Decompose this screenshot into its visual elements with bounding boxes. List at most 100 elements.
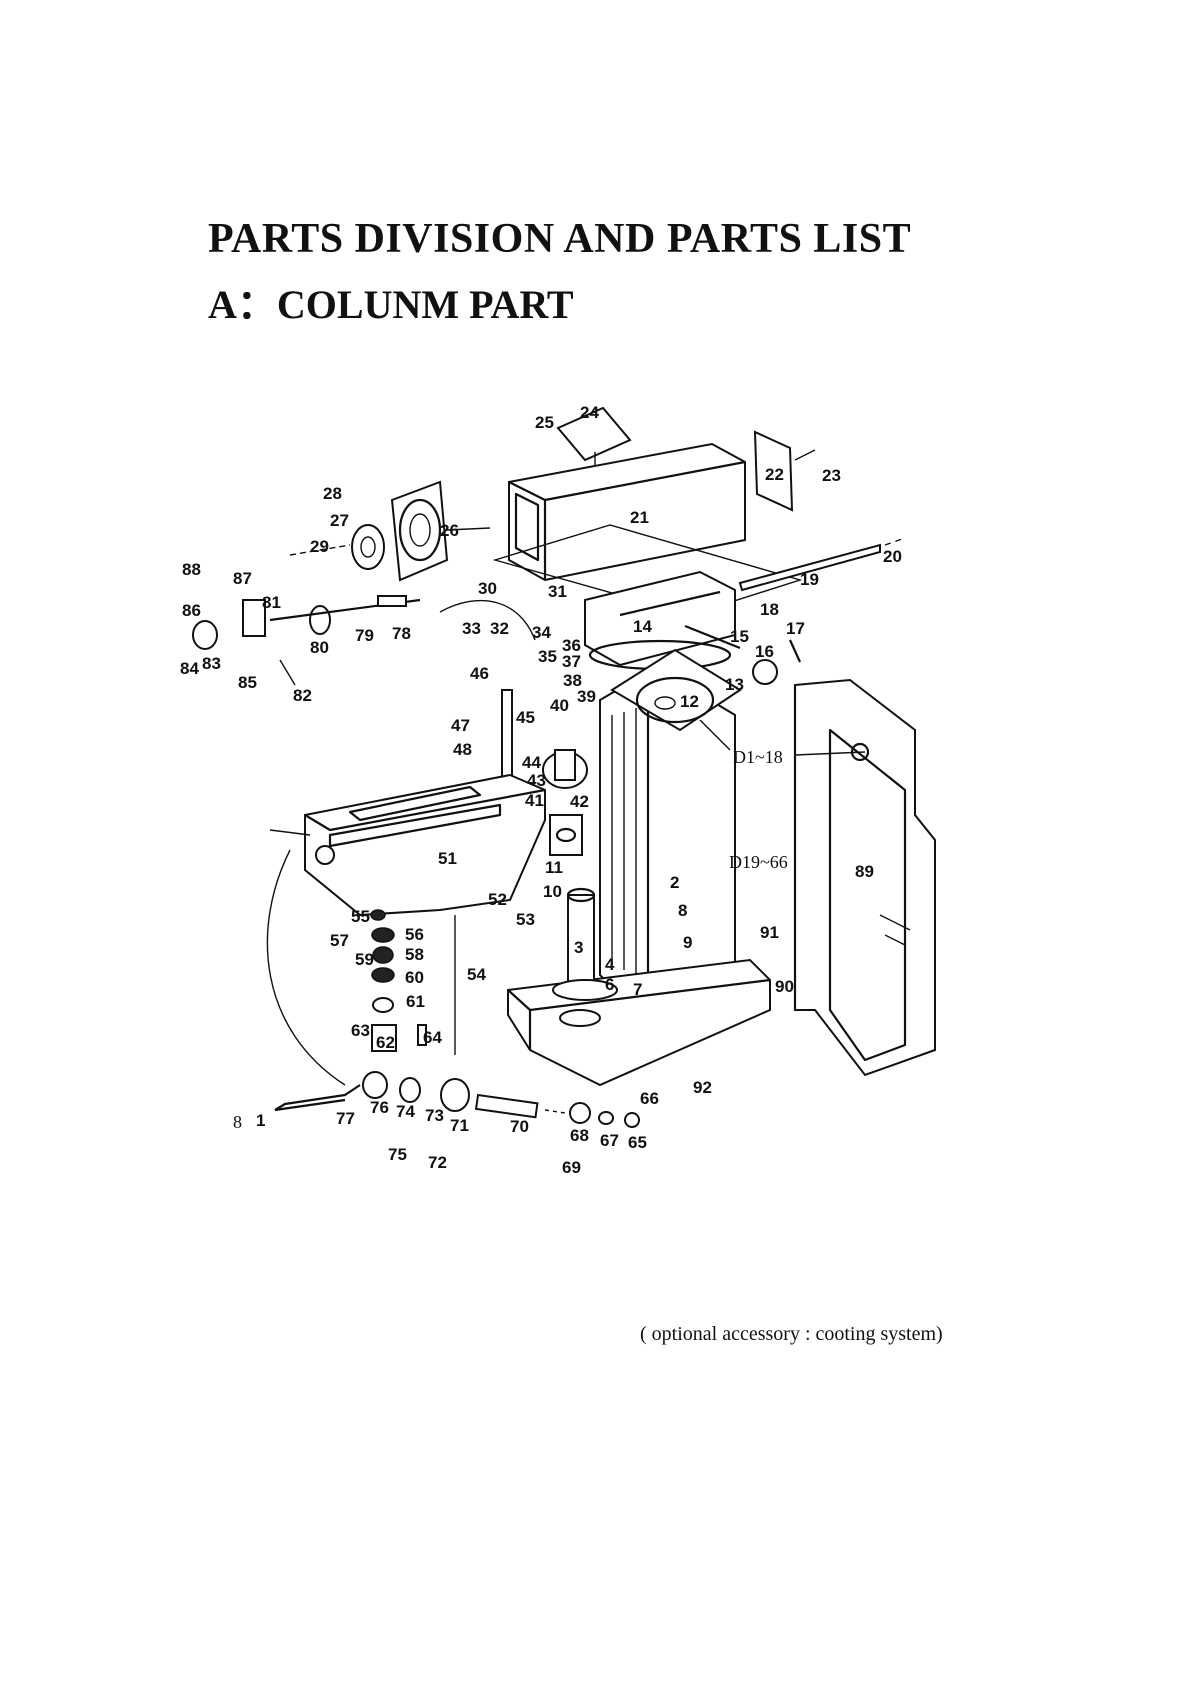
part-label-52: 52 bbox=[488, 890, 507, 909]
part-spindle-sleeve bbox=[552, 887, 618, 1027]
part-label-40: 40 bbox=[550, 696, 569, 715]
part-label-58: 58 bbox=[405, 945, 424, 964]
part-label-20: 20 bbox=[883, 547, 902, 566]
part-lower-shaft bbox=[274, 1071, 640, 1128]
footnote-optional-accessory: ( optional accessory : cooting system) bbox=[640, 1323, 943, 1345]
part-label-89: 89 bbox=[855, 862, 874, 881]
part-label-51: 51 bbox=[438, 849, 457, 868]
part-label-79: 79 bbox=[355, 626, 374, 645]
part-elevating-screw bbox=[501, 689, 588, 856]
part-label-69: 69 bbox=[562, 1158, 581, 1177]
part-bearing-stack bbox=[370, 909, 456, 1055]
part-label-29: 29 bbox=[310, 537, 329, 556]
part-head-table bbox=[584, 570, 736, 671]
part-label-87: 87 bbox=[233, 569, 252, 588]
range-label-d19-66: D19~66 bbox=[729, 852, 788, 872]
part-label-73: 73 bbox=[425, 1106, 444, 1125]
page-subtitle: A：COLUNM PART bbox=[208, 282, 574, 327]
part-label-66: 66 bbox=[640, 1089, 659, 1108]
part-label-71: 71 bbox=[450, 1116, 469, 1135]
leader-line bbox=[794, 751, 866, 756]
part-label-30: 30 bbox=[478, 579, 497, 598]
part-label-21: 21 bbox=[630, 508, 649, 527]
part-label-77: 77 bbox=[336, 1109, 355, 1128]
part-label-38: 38 bbox=[563, 671, 582, 690]
part-worktable bbox=[304, 773, 546, 917]
part-label-70: 70 bbox=[510, 1117, 529, 1136]
part-label-13: 13 bbox=[725, 675, 744, 694]
part-label-33: 33 bbox=[462, 619, 481, 638]
part-label-10: 10 bbox=[543, 882, 562, 901]
part-label-72: 72 bbox=[428, 1153, 447, 1172]
part-label-88: 88 bbox=[182, 560, 201, 579]
part-label-19: 19 bbox=[800, 570, 819, 589]
part-label-17: 17 bbox=[786, 619, 805, 638]
part-label-1: 1 bbox=[256, 1111, 265, 1130]
part-handle-shaft bbox=[684, 624, 802, 685]
part-label-25: 25 bbox=[535, 413, 554, 432]
part-label-18: 18 bbox=[760, 600, 779, 619]
part-label-55: 55 bbox=[351, 907, 370, 926]
part-turntable bbox=[610, 648, 742, 732]
part-label-59: 59 bbox=[355, 950, 374, 969]
part-label-9: 9 bbox=[683, 933, 692, 952]
part-label-24: 24 bbox=[580, 403, 599, 422]
leader-line bbox=[699, 719, 731, 751]
part-label-41: 41 bbox=[525, 791, 544, 810]
leader-line bbox=[269, 829, 311, 836]
leader-line bbox=[289, 544, 351, 556]
part-label-75: 75 bbox=[388, 1145, 407, 1164]
part-label-26: 26 bbox=[440, 521, 459, 540]
part-label-82: 82 bbox=[293, 686, 312, 705]
part-label-48: 48 bbox=[453, 740, 472, 759]
part-label-67: 67 bbox=[600, 1131, 619, 1150]
part-label-65: 65 bbox=[628, 1133, 647, 1152]
part-cable bbox=[266, 849, 346, 1086]
part-label-22: 22 bbox=[765, 465, 784, 484]
part-label-39: 39 bbox=[577, 687, 596, 706]
part-label-46: 46 bbox=[470, 664, 489, 683]
stray-mark: 8 bbox=[233, 1112, 242, 1132]
part-label-54: 54 bbox=[467, 965, 486, 984]
part-label-64: 64 bbox=[423, 1028, 442, 1047]
part-label-81: 81 bbox=[262, 593, 281, 612]
part-left-handwheel bbox=[192, 595, 421, 686]
part-coolant-cabinet bbox=[793, 678, 936, 1077]
part-label-85: 85 bbox=[238, 673, 257, 692]
part-label-32: 32 bbox=[490, 619, 509, 638]
page-title: PARTS DIVISION AND PARTS LIST bbox=[208, 216, 912, 262]
part-label-34: 34 bbox=[532, 623, 551, 642]
part-label-3: 3 bbox=[574, 938, 583, 957]
part-label-53: 53 bbox=[516, 910, 535, 929]
part-label-84: 84 bbox=[180, 659, 199, 678]
part-label-92: 92 bbox=[693, 1078, 712, 1097]
part-label-36: 36 bbox=[562, 636, 581, 655]
part-rail bbox=[738, 537, 906, 592]
part-labels: 1 2 3 4 6 7 8 9 10 11 12 13 14 15 16 17 … bbox=[180, 403, 902, 1177]
part-label-7: 7 bbox=[633, 980, 642, 999]
part-label-23: 23 bbox=[822, 466, 841, 485]
part-label-78: 78 bbox=[392, 624, 411, 643]
part-label-31: 31 bbox=[548, 582, 567, 601]
part-label-68: 68 bbox=[570, 1126, 589, 1145]
part-base bbox=[507, 958, 771, 1087]
part-label-28: 28 bbox=[323, 484, 342, 503]
part-label-8: 8 bbox=[678, 901, 687, 920]
part-label-4: 4 bbox=[605, 955, 615, 974]
part-label-11: 11 bbox=[545, 858, 563, 877]
leader-line bbox=[446, 527, 491, 531]
part-hose bbox=[439, 599, 536, 641]
part-end-plate bbox=[753, 430, 816, 512]
part-label-43: 43 bbox=[527, 771, 546, 790]
part-label-83: 83 bbox=[202, 654, 221, 673]
part-label-15: 15 bbox=[730, 627, 749, 646]
part-label-37: 37 bbox=[562, 652, 581, 671]
part-label-86: 86 bbox=[182, 601, 201, 620]
part-label-12: 12 bbox=[680, 692, 699, 711]
part-label-76: 76 bbox=[370, 1098, 389, 1117]
part-label-6: 6 bbox=[605, 975, 614, 994]
part-label-42: 42 bbox=[570, 792, 589, 811]
part-label-44: 44 bbox=[522, 753, 541, 772]
part-label-60: 60 bbox=[405, 968, 424, 987]
